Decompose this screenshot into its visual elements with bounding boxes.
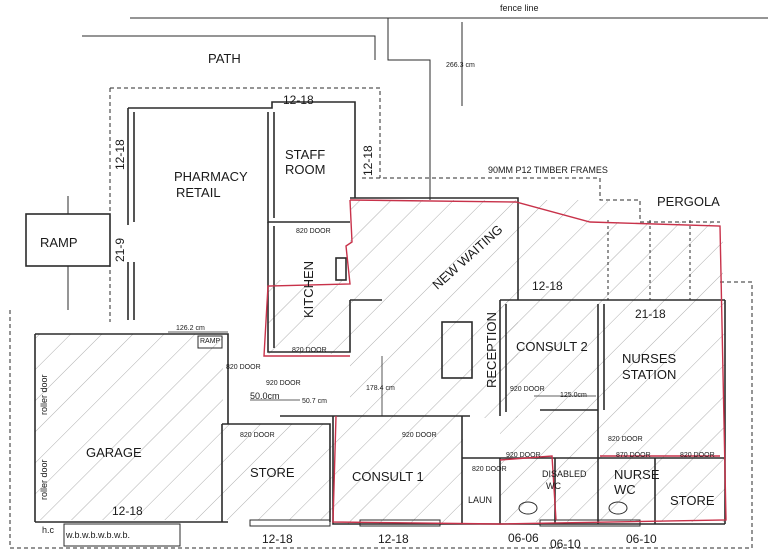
fence-dimension: 266.3 cm [446, 62, 475, 69]
dimension-126: 126.2 cm [176, 325, 205, 332]
disabled-wc-label-line1: DISABLED [542, 469, 587, 479]
kitchen-label: KITCHEN [301, 260, 316, 318]
staff-room-label-line2: ROOM [285, 162, 326, 177]
dimension-lines [168, 331, 596, 416]
member-store-bottom: 12-18 [262, 532, 293, 546]
store2-label: STORE [670, 493, 715, 508]
kitchen-hatch [268, 280, 350, 354]
pharmacy-label-line1: PHARMACY [174, 169, 248, 184]
member-nurses-top: 21-18 [635, 307, 666, 321]
member-top-pharmacy: 12-18 [283, 93, 314, 107]
consult2-label: CONSULT 2 [516, 339, 588, 354]
nurses-station-label-line1: NURSES [622, 351, 677, 366]
path-label: PATH [208, 51, 241, 66]
pergola-hatch [608, 222, 723, 300]
roller-door-label-1: roller door [39, 374, 49, 415]
member-left-pharmacy-lower: 21-9 [113, 237, 127, 262]
dimension-50-7: 50.7 cm [302, 398, 327, 405]
nurse-wc-label-line1: NURSE [614, 467, 660, 482]
disabled-door: 920 DOOR [506, 452, 541, 459]
reception-hatch [518, 200, 608, 300]
reception-label: RECEPTION [484, 312, 499, 388]
disabled-wc-label-line2: WC [546, 481, 561, 491]
store2-door: 820 DOOR [680, 452, 715, 459]
consult1-label: CONSULT 1 [352, 469, 424, 484]
nurse-wc-door: 870 DOOR [616, 452, 651, 459]
consult2-door: 920 DOOR [510, 386, 545, 393]
garage-hatch [35, 334, 223, 520]
pharmacy-label-line2: RETAIL [176, 185, 221, 200]
dimension-125: 125.0cm [560, 392, 587, 399]
hc-label: h.c [42, 525, 55, 535]
hatched-areas [35, 200, 725, 524]
dimension-50-0: 50.0cm [250, 391, 280, 401]
fence-line-label: fence line [500, 3, 539, 13]
timber-frames-note: 90MM P12 TIMBER FRAMES [488, 165, 608, 175]
waiting-hatch [350, 200, 518, 418]
ramp-label: RAMP [40, 235, 78, 250]
kitchen-bottom-door: 820 DOOR [292, 347, 327, 354]
walls [9, 17, 768, 549]
red-markup [263, 199, 727, 525]
garage-door: 820 DOOR [240, 432, 275, 439]
member-left-pharmacy: 12-18 [113, 139, 127, 170]
member-consult1-bottom: 12-18 [378, 532, 409, 546]
laun-door: 820 DOOR [472, 466, 507, 473]
kitchen-top-door: 820 DOOR [296, 228, 331, 235]
ramp-small-label: RAMP [200, 338, 221, 345]
garage-label: GARAGE [86, 445, 142, 460]
member-right-pharmacy: 12-18 [361, 145, 375, 176]
staff-room-label-line1: STAFF [285, 147, 326, 162]
member-bottom-0610a: 06-10 [550, 537, 581, 551]
wash-basins-label: w.b.w.b.w.b.w.b. [66, 530, 131, 540]
laun-label: LAUN [468, 495, 493, 505]
member-garage-bottom: 12-18 [112, 504, 143, 518]
member-reception-top: 12-18 [532, 279, 563, 293]
ramp-door: 820 DOOR [226, 364, 261, 371]
nurses-door: 820 DOOR [608, 436, 643, 443]
hall-door: 920 DOOR [266, 380, 301, 387]
member-bottom-0610b: 06-10 [626, 532, 657, 546]
nurse-wc-label-line2: WC [614, 482, 636, 497]
pergola-label: PERGOLA [657, 194, 720, 209]
nurses-station-label-line2: STATION [622, 367, 677, 382]
member-bottom-0606: 06-06 [508, 531, 539, 545]
consult-nurses-hatch [500, 300, 725, 522]
roller-door-label-2: roller door [39, 459, 49, 500]
dimension-178: 178.4 cm [366, 385, 395, 392]
store-label: STORE [250, 465, 295, 480]
store-hatch [223, 424, 333, 520]
consult1-hatch [333, 418, 463, 524]
consult1-door: 920 DOOR [402, 432, 437, 439]
